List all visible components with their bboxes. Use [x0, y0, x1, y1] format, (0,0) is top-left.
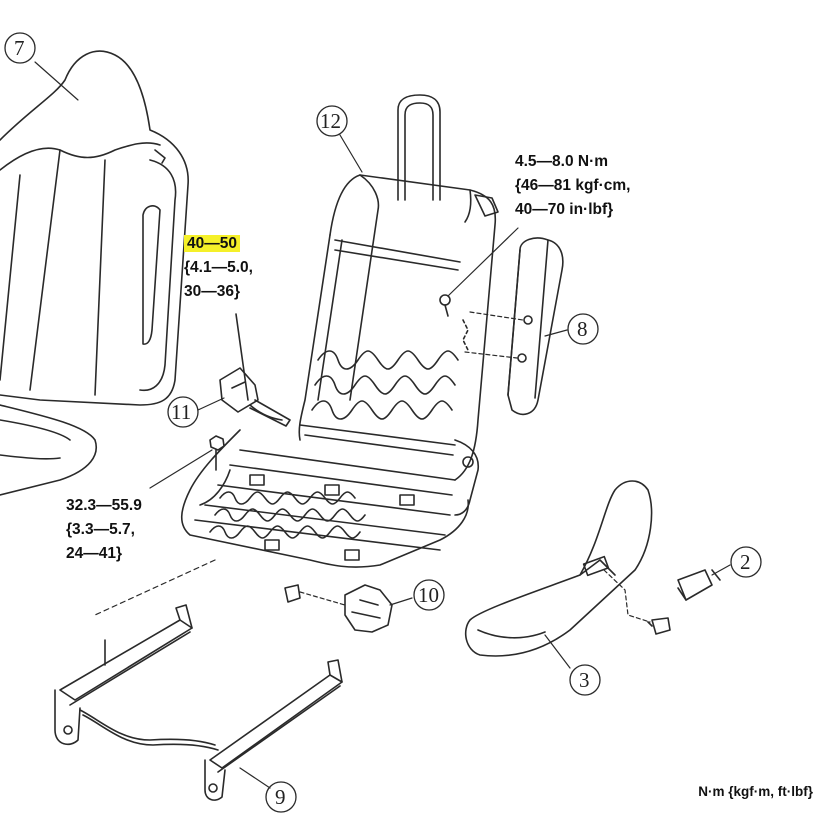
callout-2: 2 — [740, 550, 751, 574]
torque-backrest-line3: 40—70 in·lbf} — [515, 201, 614, 218]
callout-7: 7 — [14, 36, 25, 60]
torque-seatbelt-line1: 40—50 — [184, 235, 240, 252]
callout-3: 3 — [579, 668, 590, 692]
torque-frame-line2: {3.3—5.7, — [66, 521, 135, 538]
seat-slide-rails — [54, 559, 343, 801]
cover-screw — [603, 569, 671, 635]
torque-seatbelt-line3: 30—36} — [184, 283, 241, 300]
torque-backrest-line1: 4.5—8.0 N·m — [515, 153, 609, 170]
callout-circles — [4, 32, 762, 813]
recliner-knob — [284, 584, 393, 633]
seatbelt-buckle — [219, 313, 291, 427]
callout-9: 9 — [275, 785, 286, 809]
callout-12: 12 — [320, 109, 341, 133]
callout-10: 10 — [418, 583, 439, 607]
torque-spec-seatbelt: 40—50 {4.1—5.0, 30—36} — [184, 232, 253, 304]
torque-spec-backrest: 4.5—8.0 N·m {46—81 kgf·cm, 40—70 in·lbf} — [515, 150, 630, 222]
lower-side-cover — [464, 480, 653, 657]
torque-frame-line1: 32.3—55.9 — [66, 497, 142, 514]
callout-8: 8 — [577, 317, 588, 341]
torque-backrest-line2: {46—81 kgf·cm, — [515, 177, 631, 194]
seat-back-cover — [0, 50, 189, 496]
units-legend: N·m {kgf·m, ft·lbf} — [698, 784, 813, 799]
seat-cushion-frame — [180, 429, 469, 568]
cover-cap — [677, 569, 721, 601]
callout-11: 11 — [171, 400, 192, 424]
leader-lines — [34, 61, 731, 789]
torque-seatbelt-line2: {4.1—5.0, — [184, 259, 253, 276]
seat-back-frame — [298, 94, 499, 516]
torque-frame-line3: 24—41} — [66, 545, 123, 562]
torque-spec-frame-nut: 32.3—55.9 {3.3—5.7, 24—41} — [66, 494, 142, 566]
side-trim-panel — [464, 237, 564, 416]
